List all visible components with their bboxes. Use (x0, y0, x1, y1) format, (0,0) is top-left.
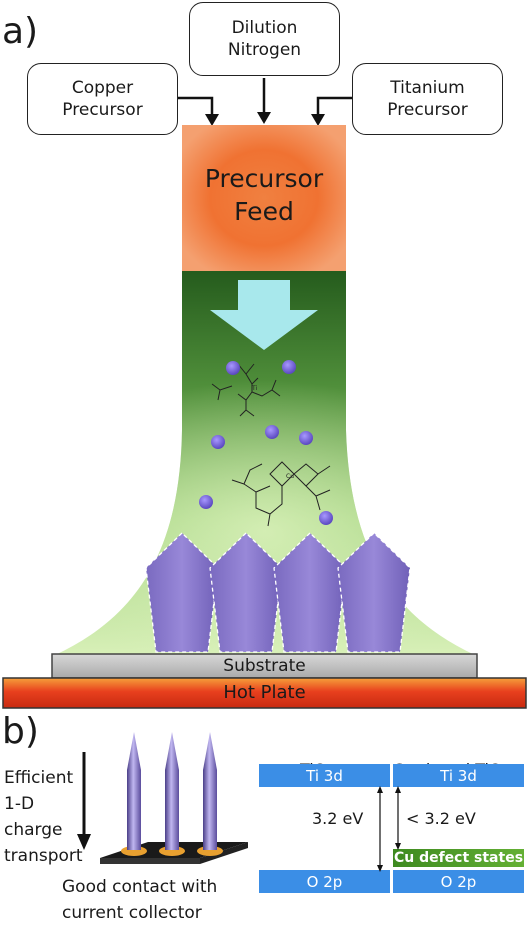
flow-arrow (210, 280, 318, 350)
precursor-feed-block (182, 125, 346, 271)
panel-a-label: a) (2, 11, 39, 52)
rod (127, 732, 141, 850)
titanium-arrow (316, 96, 352, 118)
deposition-diagram: Ti Cu (2, 78, 527, 709)
cu-defect-band: Cu defect states (393, 849, 524, 867)
cudoped-bandgap-label: < 3.2 eV (406, 809, 476, 828)
copper-molecule: Cu (231, 461, 331, 527)
nanorod (209, 532, 283, 653)
particle (265, 425, 279, 439)
particle (199, 495, 213, 509)
particle (319, 511, 333, 525)
svg-text:Ti: Ti (251, 385, 257, 392)
precursor-feed-label: Precursor Feed (204, 164, 324, 226)
nanoparticles (199, 360, 333, 525)
cudoped-ti3d-band: Ti 3d (393, 764, 524, 787)
svg-text:Cu: Cu (286, 473, 294, 480)
titanium-precursor-box: Titanium Precursor (352, 63, 503, 135)
panel-b-label: b) (2, 711, 39, 752)
substrate (51, 653, 478, 679)
nanorod (273, 532, 347, 653)
rod (203, 732, 217, 850)
particle (211, 435, 225, 449)
hot-plate-label: Hot Plate (223, 682, 306, 703)
nanorods (145, 532, 411, 653)
tio2-ti3d-band: Ti 3d (259, 764, 390, 787)
particle (226, 361, 240, 375)
dilution-nitrogen-box: Dilution Nitrogen (189, 2, 340, 76)
copper-precursor-box: Copper Precursor (27, 63, 178, 135)
substrate-label: Substrate (223, 656, 306, 676)
cudoped-o2p-band: O 2p (393, 870, 524, 893)
bandgap-arrows (377, 786, 401, 872)
transport-label: Efficient 1-D charge transport (4, 768, 83, 866)
rods (127, 732, 217, 850)
contact-label: Good contact with current collector (62, 877, 218, 923)
hot-plate (2, 677, 527, 709)
tio2-o2p-band: O 2p (259, 870, 390, 893)
tio2-bandgap-label: 3.2 eV (312, 809, 364, 828)
nanorod-array-illustration (100, 732, 248, 864)
nanorod (337, 532, 411, 653)
nanorod (145, 532, 219, 653)
transport-arrow (77, 752, 91, 850)
rod (165, 732, 179, 850)
copper-arrow (178, 96, 214, 118)
particle (282, 360, 296, 374)
titanium-molecule: Ti (211, 363, 281, 417)
particle (299, 431, 313, 445)
